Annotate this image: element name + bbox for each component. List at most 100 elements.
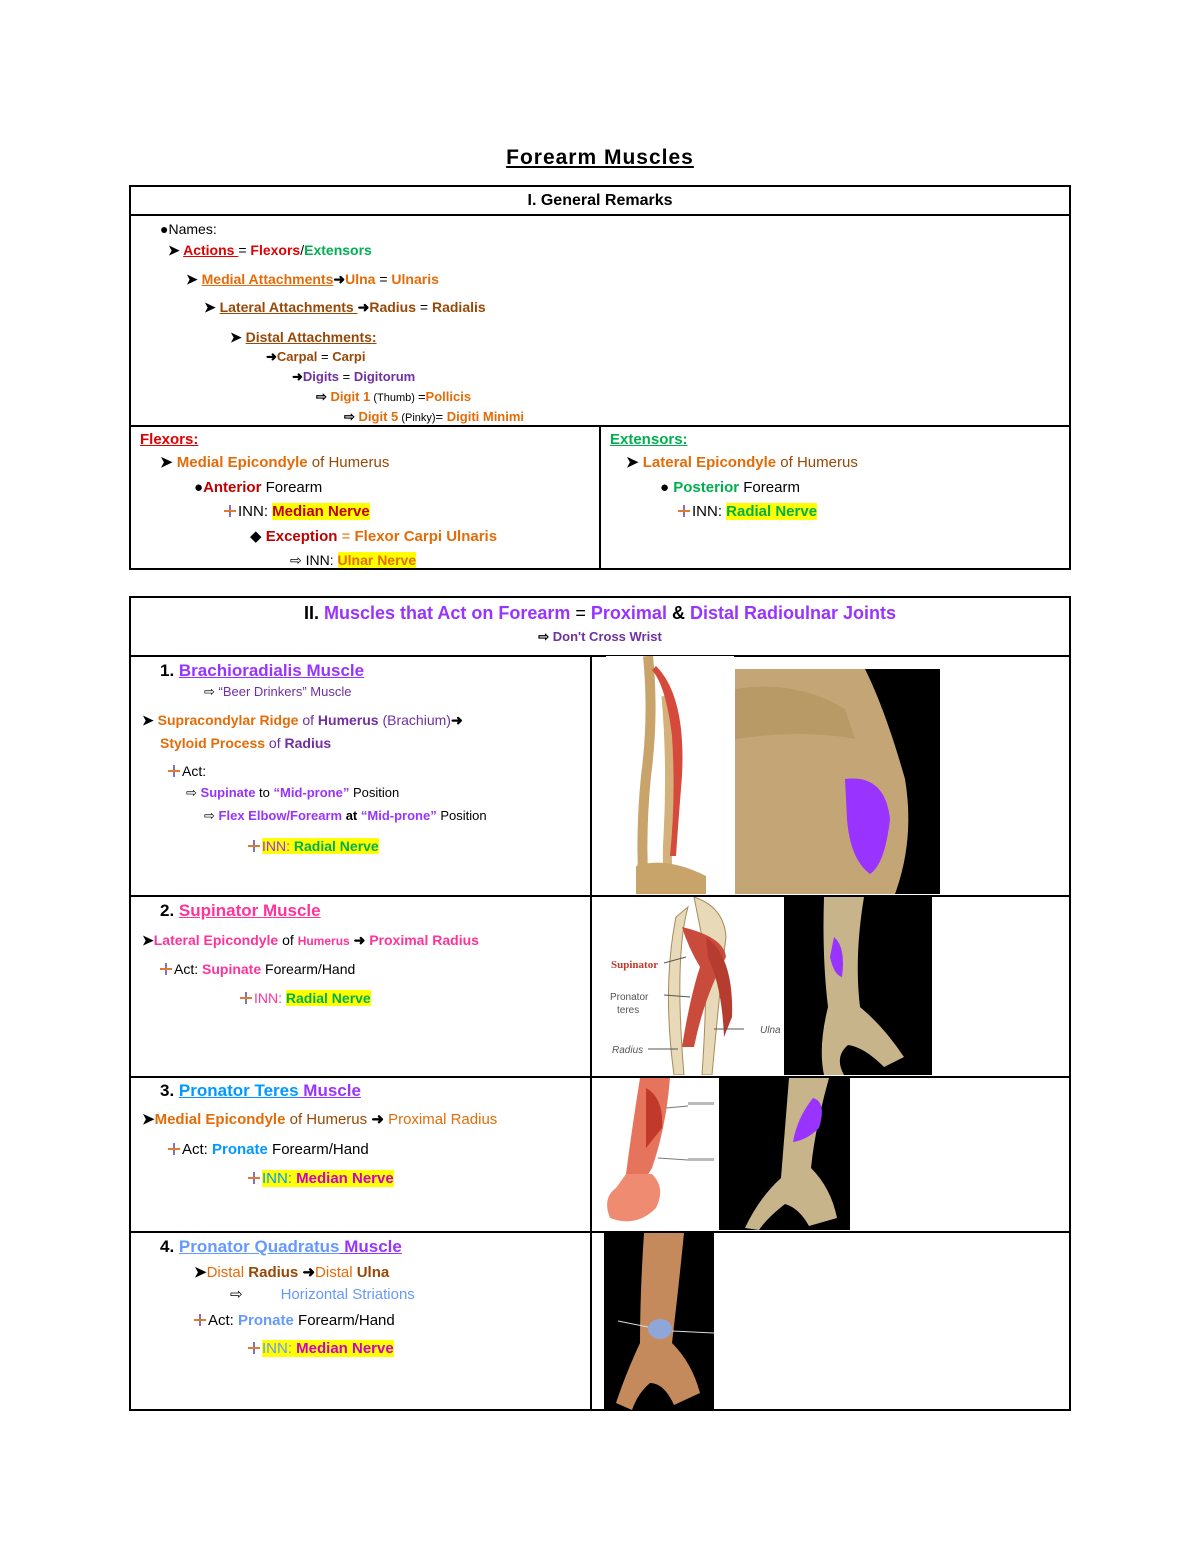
arrowhead-icon: ➤ xyxy=(160,454,173,471)
extensors-innervation: INN: Radial Nerve xyxy=(678,503,818,521)
digit5-line: ⇨ Digit 5 (Pinky)= Digiti Minimi xyxy=(344,409,525,424)
arrow-outline-icon: ⇨ xyxy=(316,389,327,404)
arrow-right-icon: ➜ xyxy=(292,369,303,384)
distal-attachments-line: ➤ Distal Attachments: xyxy=(230,329,377,345)
pin-icon xyxy=(168,765,180,777)
pin-icon xyxy=(194,1314,206,1326)
pin-icon xyxy=(240,992,252,1004)
flexors-header: Flexors: xyxy=(140,431,199,448)
arrow-outline-icon: ⇨ xyxy=(538,629,550,644)
digits-line: ➜Digits = Digitorum xyxy=(292,369,416,384)
diamond-icon: ◆ xyxy=(250,528,262,545)
muscle-1-action-1: ⇨ Supinate to “Mid-prone” Position xyxy=(186,785,400,800)
muscle-2-title: 2. Supinator Muscle xyxy=(160,901,321,920)
pin-icon xyxy=(168,1143,180,1155)
pin-icon xyxy=(224,505,236,517)
bullet-icon: ● xyxy=(660,479,670,496)
arrow-outline-icon: ⇨ xyxy=(290,552,302,568)
muscle-2-innervation: INN: Radial Nerve xyxy=(240,989,371,1007)
divider xyxy=(599,425,601,570)
muscle-4-title: 4. Pronator Quadratus Muscle xyxy=(160,1237,402,1256)
arrow-outline-icon: ⇨ xyxy=(230,1286,243,1303)
pin-icon xyxy=(248,1172,260,1184)
muscle-1-act: Act: xyxy=(168,762,206,780)
arrow-right-icon: ➜ xyxy=(450,712,463,728)
muscle-4-striations: ⇨Horizontal Striations xyxy=(230,1286,415,1303)
names-line: ●Names: xyxy=(160,221,217,237)
arrowhead-icon: ➤ xyxy=(186,271,198,287)
arrow-right-icon: ➜ xyxy=(353,932,366,948)
exception-innervation: ⇨ INN: Ulnar Nerve xyxy=(290,552,417,568)
arrow-right-icon: ➜ xyxy=(266,349,277,364)
arrow-outline-icon: ⇨ xyxy=(186,785,197,800)
divider xyxy=(590,655,592,1411)
muscles-table xyxy=(129,596,1071,1411)
arm-skeleton-illustration xyxy=(606,656,734,894)
section-header-muscles: II. Muscles that Act on Forearm = Proxim… xyxy=(303,603,897,623)
forearm-photo-pronator-teres xyxy=(719,1078,850,1230)
flexors-position: ●Anterior Forearm xyxy=(194,479,323,496)
carpal-line: ➜Carpal = Carpi xyxy=(266,349,366,364)
pin-icon xyxy=(248,1342,260,1354)
flexors-innervation: INN: Median Nerve xyxy=(224,503,370,521)
arrowhead-icon: ➤ xyxy=(142,712,154,728)
divider xyxy=(129,1231,1071,1233)
figure-label-teres: teres xyxy=(617,1005,640,1016)
muscle-4-innervation: INN: Median Nerve xyxy=(248,1340,394,1358)
supinator-diagram xyxy=(604,897,784,1075)
muscle-1-innervation: INN: Radial Nerve xyxy=(248,837,379,855)
muscle-3-title: 3. Pronator Teres Muscle xyxy=(160,1081,361,1100)
figure-label-radius: Radius xyxy=(612,1045,644,1056)
muscle-2-origin: ➤Lateral Epicondyle of Humerus ➜ Proxima… xyxy=(142,932,479,948)
arrowhead-icon: ➤ xyxy=(142,1111,155,1128)
figure-label-pronator: Pronator xyxy=(610,992,649,1003)
pronator-teres-illustration xyxy=(596,1078,718,1230)
flexors-origin: ➤ Medial Epicondyle of Humerus xyxy=(160,454,390,471)
forearm-photo-supinator xyxy=(784,897,932,1075)
lateral-attachments-line: ➤ Lateral Attachments ➜Radius = Radialis xyxy=(204,299,486,315)
medial-attachments-line: ➤ Medial Attachments➜Ulna = Ulnaris xyxy=(186,271,439,287)
arrowhead-icon: ➤ xyxy=(204,299,216,315)
arrow-right-icon: ➜ xyxy=(333,271,346,287)
muscle-4-origin: ➤Distal Radius ➜Distal Ulna xyxy=(194,1264,390,1281)
extensors-position: ● Posterior Forearm xyxy=(660,479,800,496)
arrow-outline-icon: ⇨ xyxy=(344,409,355,424)
muscle-2-act: Act: Supinate Forearm/Hand xyxy=(160,960,355,978)
arrow-right-icon: ➜ xyxy=(371,1111,384,1128)
muscle-3-act: Act: Pronate Forearm/Hand xyxy=(168,1141,369,1159)
muscle-3-innervation: INN: Median Nerve xyxy=(248,1170,394,1188)
extensors-header: Extensors: xyxy=(610,431,688,448)
muscle-3-origin: ➤Medial Epicondyle of Humerus ➜ Proximal… xyxy=(142,1111,498,1128)
pin-icon xyxy=(678,505,690,517)
figure-label-ulna: Ulna xyxy=(760,1025,781,1036)
digit1-line: ⇨ Digit 1 (Thumb) =Pollicis xyxy=(316,389,472,404)
divider xyxy=(129,895,1071,897)
forearm-photo-pronator-quadratus xyxy=(604,1233,714,1410)
muscle-1-title: 1. Brachioradialis Muscle xyxy=(160,661,365,680)
divider xyxy=(129,214,1071,216)
muscle-1-nickname: ⇨ “Beer Drinkers” Muscle xyxy=(204,684,352,699)
page-title: Forearm Muscles xyxy=(506,146,694,169)
arrow-outline-icon: ⇨ xyxy=(204,808,215,823)
arrowhead-icon: ➤ xyxy=(626,454,639,471)
arrow-outline-icon: ⇨ xyxy=(204,684,215,699)
muscle-1-action-2: ⇨ Flex Elbow/Forearm at “Mid-prone” Posi… xyxy=(204,808,487,823)
section-header-general-remarks: I. General Remarks xyxy=(527,192,673,209)
arrowhead-icon: ➤ xyxy=(142,932,154,948)
flexors-exception: ◆ Exception = Flexor Carpi Ulnaris xyxy=(250,528,498,545)
section-subheader: ⇨ Don't Cross Wrist xyxy=(538,629,662,644)
arrow-right-icon: ➜ xyxy=(302,1264,316,1281)
arrowhead-icon: ➤ xyxy=(230,329,242,345)
arrowhead-icon: ➤ xyxy=(168,242,180,258)
muscle-4-act: Act: Pronate Forearm/Hand xyxy=(194,1312,395,1330)
figure-label-supinator: Supinator xyxy=(611,959,659,971)
shoulder-arm-photo xyxy=(735,669,940,894)
bullet-icon: ● xyxy=(194,479,204,496)
arrow-right-icon: ➜ xyxy=(357,299,370,315)
muscle-1-insertion: Styloid Process of Radius xyxy=(160,735,332,751)
actions-line: ➤ Actions = Flexors/Extensors xyxy=(168,242,372,258)
muscle-1-origin: ➤ Supracondylar Ridge of Humerus (Brachi… xyxy=(142,712,463,728)
divider xyxy=(129,655,1071,657)
divider xyxy=(129,1076,1071,1078)
pin-icon xyxy=(160,963,172,975)
